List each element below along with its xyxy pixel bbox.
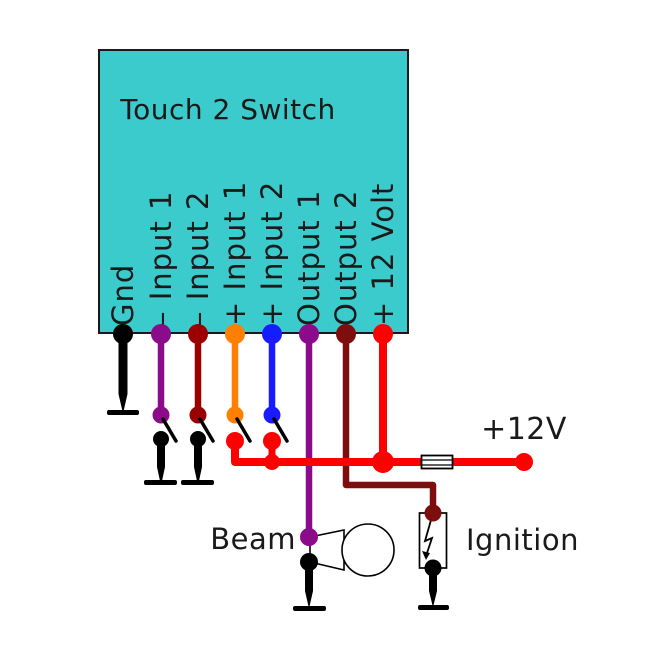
switch3-pole-dot (226, 406, 244, 424)
ground-symbol-main (107, 410, 139, 415)
beam-positive-dot (300, 528, 318, 546)
gnd-wire (118, 334, 128, 411)
ground-symbol-switch2 (181, 480, 214, 485)
pin-terminal-minus-input1 (151, 324, 171, 344)
fuse-body (420, 454, 454, 470)
switch2-ground-wire (194, 439, 202, 481)
switch4-blade (272, 417, 289, 443)
bus-junction-dot-2 (372, 451, 394, 473)
pin-label-minus-input2: – Input 2 (181, 191, 215, 326)
pin-label-plus-input1: + Input 1 (218, 181, 252, 326)
beam-lamp-symbol (309, 523, 395, 577)
pin-terminal-plus-input1 (225, 324, 245, 344)
pin-label-gnd: Gnd (106, 264, 140, 326)
ignition-ground-wire (429, 568, 437, 605)
lamp-bulb (341, 523, 395, 577)
ground-symbol-ignition (418, 605, 449, 610)
bus-end-dot (515, 453, 533, 471)
pin-terminal-minus-input2 (188, 324, 208, 344)
pin-terminal-output2 (336, 324, 356, 344)
switch4-contact-dot (263, 432, 281, 450)
bus-junction-dot-1 (264, 454, 280, 470)
beam-label: Beam (210, 522, 296, 556)
ground-symbol-beam (293, 606, 326, 611)
ignition-label: Ignition (466, 523, 579, 557)
pin-terminal-plus-input2 (262, 324, 282, 344)
pin-label-minus-input1: – Input 1 (144, 191, 178, 326)
ignition-positive-dot (424, 504, 442, 522)
switch1-pole-dot (152, 406, 170, 424)
module-title: Touch 2 Switch (119, 93, 336, 126)
switch3-contact-dot (226, 432, 244, 450)
spark-bolt-arrowhead (422, 551, 430, 560)
switch3-blade (235, 417, 252, 443)
switch4-pole-dot (263, 406, 281, 424)
beam-ground-wire (305, 562, 313, 606)
pin-label-output1: Output 1 (292, 190, 326, 326)
switch2-pole-dot (189, 406, 207, 424)
output2-wire (342, 334, 437, 514)
spark-bolt-icon (423, 519, 434, 554)
switch1-ground-wire (157, 439, 165, 481)
pin-terminal-output1 (299, 324, 319, 344)
supply-label: +12V (481, 412, 567, 447)
pin-terminal-gnd (113, 324, 133, 344)
pin-terminal-12volt (373, 324, 393, 344)
pin-label-12volt: + 12 Volt (366, 183, 400, 326)
pin-label-plus-input2: + Input 2 (255, 181, 289, 326)
fuse-symbol (420, 454, 454, 470)
ground-symbol-switch1 (144, 480, 177, 485)
pin-label-output2: Output 2 (329, 190, 363, 326)
switch1-blade (161, 417, 178, 443)
module-box (98, 49, 409, 334)
switch2-blade (198, 417, 215, 443)
